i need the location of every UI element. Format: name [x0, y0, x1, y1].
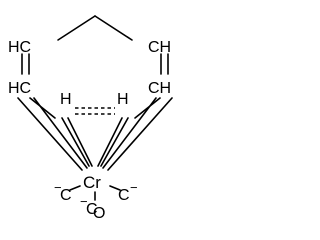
- coord-line-6: [100, 117, 129, 167]
- coord-line-4: [67, 117, 93, 167]
- atom-ch-lower-right: CH: [148, 80, 171, 97]
- bond-cr-c-right: [109, 185, 121, 191]
- coord-line-3: [61, 117, 90, 167]
- charge-bottom: −: [80, 194, 88, 209]
- atom-carbonyl-left: C: [60, 187, 72, 204]
- coord-line-7: [102, 97, 157, 169]
- atom-ch-mid-left: H: [60, 91, 72, 108]
- coord-line-1: [17, 97, 83, 171]
- atom-carbonyl-bottom: C: [86, 201, 98, 218]
- bond-apex-left: [57, 15, 96, 41]
- atom-ch-upper-right: CH: [148, 39, 171, 56]
- atom-carbonyl-right: C: [118, 187, 130, 204]
- atom-ch-mid-right: H: [117, 91, 129, 108]
- atom-chromium: Cr: [83, 173, 101, 192]
- charge-left: −: [54, 180, 62, 195]
- atom-ch-lower-left: HC: [8, 80, 31, 97]
- coord-line-5: [97, 117, 123, 167]
- coord-line-2: [33, 97, 88, 169]
- atom-oxygen-bottom: O: [93, 205, 105, 222]
- coord-line-8: [107, 97, 173, 171]
- atom-ch-upper-left: HC: [8, 39, 31, 56]
- chromium-tricarbonyl-structure: HC CH HC CH H H Cr − C − C − C O: [8, 15, 173, 222]
- bond-apex-right: [94, 15, 133, 41]
- bond-cr-c-left: [69, 185, 81, 191]
- charge-right: −: [130, 180, 138, 195]
